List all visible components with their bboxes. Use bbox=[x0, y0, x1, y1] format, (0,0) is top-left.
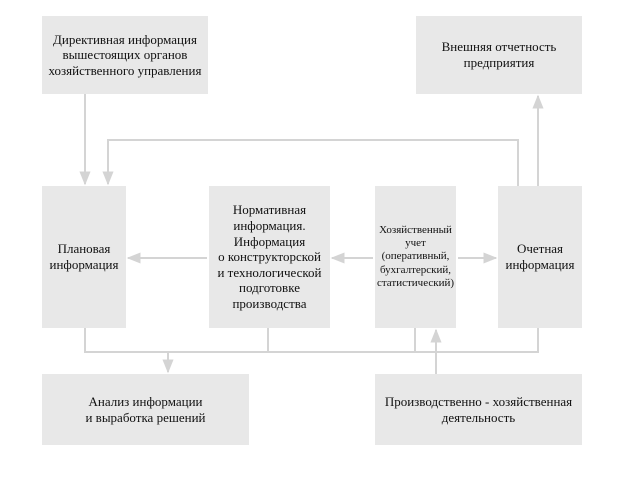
arrow-report-to-planning-loop bbox=[102, 139, 519, 186]
box-accounting-label: Хозяйственный учет (оперативный, бухгалт… bbox=[376, 224, 455, 289]
box-directive-info-label: Директивная информация вышестоящих орган… bbox=[48, 31, 202, 78]
box-directive-info: Директивная информация вышестоящих орган… bbox=[42, 16, 208, 94]
box-analysis-decisions: Анализ информации и выработка решений bbox=[42, 374, 249, 445]
box-normative-info: Нормативная информация. Информация о кон… bbox=[209, 186, 330, 328]
box-accounting: Хозяйственный учет (оперативный, бухгалт… bbox=[375, 186, 456, 328]
bus-to-analysis bbox=[84, 328, 539, 353]
box-production-activity: Производственно - хозяйственная деятельн… bbox=[375, 374, 582, 445]
box-external-reporting: Внешняя отчетность предприятия bbox=[416, 16, 582, 94]
box-normative-info-label: Нормативная информация. Информация о кон… bbox=[217, 202, 322, 311]
box-report-info: Очетная информация bbox=[498, 186, 582, 328]
box-planning-info-label: Плановая информация bbox=[49, 241, 119, 272]
box-analysis-decisions-label: Анализ информации и выработка решений bbox=[85, 393, 206, 425]
box-external-reporting-label: Внешняя отчетность предприятия bbox=[441, 39, 557, 70]
box-planning-info: Плановая информация bbox=[42, 186, 126, 328]
box-production-activity-label: Производственно - хозяйственная деятельн… bbox=[384, 393, 573, 425]
box-report-info-label: Очетная информация bbox=[505, 241, 575, 272]
